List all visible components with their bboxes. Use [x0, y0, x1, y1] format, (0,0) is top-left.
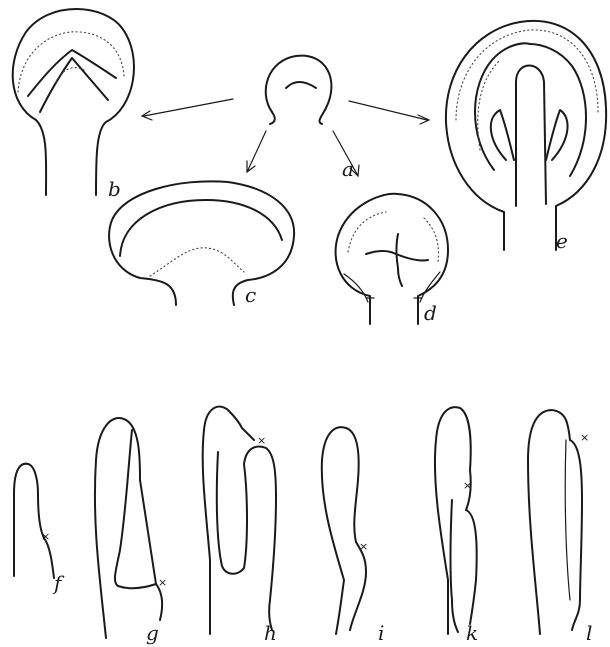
- junction-marker-g: ×: [158, 576, 167, 589]
- label-k: k: [466, 621, 478, 645]
- figure-h: ×: [203, 407, 276, 634]
- junction-marker-l: ×: [580, 431, 589, 444]
- junction-marker-i: ×: [359, 540, 368, 553]
- figure-g: ×: [95, 418, 167, 638]
- label-l: l: [586, 621, 592, 645]
- junction-marker-f: ×: [41, 530, 50, 543]
- figure-i: ×: [322, 427, 368, 634]
- label-b: b: [108, 177, 121, 201]
- label-a: a: [342, 157, 354, 181]
- figure-b: [13, 9, 134, 195]
- label-h: h: [264, 621, 277, 645]
- figure-l: ×: [528, 410, 589, 634]
- figure-e: [446, 21, 606, 250]
- figure-k: ×: [435, 407, 477, 634]
- label-c: c: [245, 283, 256, 307]
- label-d: d: [424, 301, 437, 325]
- label-g: g: [146, 621, 159, 645]
- junction-marker-h: ×: [257, 434, 266, 447]
- junction-marker-k: ×: [463, 479, 472, 492]
- label-e: e: [556, 229, 568, 253]
- label-f: f: [52, 571, 65, 595]
- figure-c: [109, 181, 294, 305]
- figure-a: [266, 56, 332, 124]
- figure-f: ×: [14, 464, 54, 578]
- arrow-to-c: [247, 131, 266, 172]
- arrow-to-b: [142, 99, 233, 120]
- label-i: i: [378, 621, 384, 645]
- arrow-to-e: [349, 101, 429, 124]
